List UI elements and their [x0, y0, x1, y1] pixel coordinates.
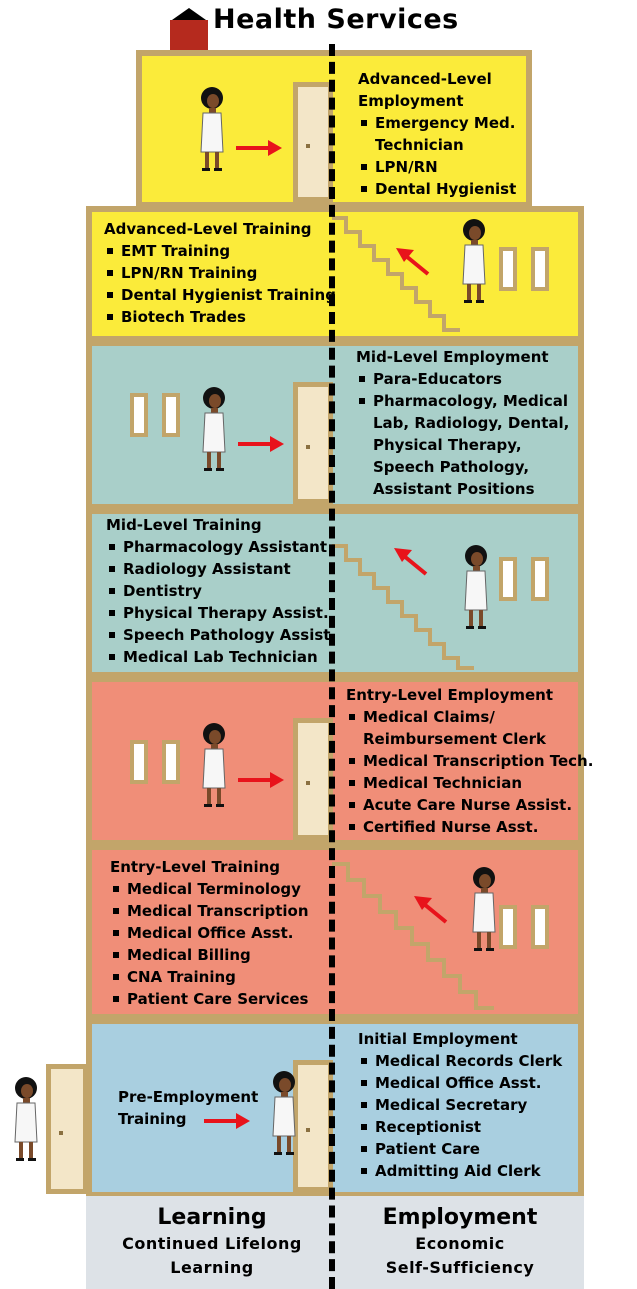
floor-heading: Advanced-Level [358, 68, 516, 90]
window [531, 905, 549, 949]
list-item: Para-Educators [356, 368, 569, 390]
advanced-training-list: Advanced-Level Training EMT Training LPN… [104, 218, 336, 328]
window [130, 393, 148, 437]
list-item: Speech Pathology Assist. [106, 624, 336, 646]
footer-employment: Employment Economic Self-Sufficiency [344, 1204, 576, 1280]
nurse-figure [196, 86, 228, 172]
window [531, 247, 549, 291]
window [499, 557, 517, 601]
window [162, 393, 180, 437]
window [531, 557, 549, 601]
list-item-continued: Technician [358, 134, 516, 156]
door-entry [293, 718, 333, 840]
window [499, 247, 517, 291]
window [130, 740, 148, 784]
window [162, 740, 180, 784]
page-title: Health Services [213, 4, 459, 35]
list-item: CNA Training [110, 966, 309, 988]
list-item: Emergency Med. [358, 112, 516, 134]
pre-employment-line: Training [118, 1108, 258, 1130]
floor-heading: Advanced-Level Training [104, 218, 336, 240]
chimney [168, 6, 210, 50]
entry-employment-list: Entry-Level Employment Medical Claims/ R… [346, 684, 593, 838]
list-item: Medical Technician [346, 772, 593, 794]
list-item: Medical Office Asst. [358, 1072, 562, 1094]
list-item: Medical Terminology [110, 878, 309, 900]
list-item: Patient Care [358, 1138, 562, 1160]
list-item: Admitting Aid Clerk [358, 1160, 562, 1182]
list-item: EMT Training [104, 240, 336, 262]
list-item: Pharmacology Assistant [106, 536, 336, 558]
list-item: Dentistry [106, 580, 336, 602]
entrance-door [46, 1064, 88, 1194]
learning-line: Learning [96, 1256, 328, 1280]
learning-employment-divider [329, 44, 335, 1289]
list-item: Medical Billing [110, 944, 309, 966]
list-item: Certified Nurse Asst. [346, 816, 593, 838]
nurse-figure [198, 722, 230, 808]
list-item: Medical Transcription [110, 900, 309, 922]
pre-employment-label: Pre-Employment Training [118, 1086, 258, 1130]
list-item: Radiology Assistant [106, 558, 336, 580]
floor-heading: Mid-Level Employment [356, 346, 569, 368]
floor-heading: Entry-Level Employment [346, 684, 593, 706]
floor-heading: Entry-Level Training [110, 856, 309, 878]
floor-heading: Employment [358, 90, 516, 112]
list-item-continued: Physical Therapy, [356, 434, 569, 456]
list-item: Pharmacology, Medical [356, 390, 569, 412]
list-item-continued: Assistant Positions [356, 478, 569, 500]
list-item: Medical Claims/ [346, 706, 593, 728]
entry-training-list: Entry-Level Training Medical Terminology… [110, 856, 309, 1010]
employment-title: Employment [344, 1204, 576, 1232]
window [499, 905, 517, 949]
list-item: Medical Records Clerk [358, 1050, 562, 1072]
list-item-continued: Speech Pathology, [356, 456, 569, 478]
list-item: Medical Office Asst. [110, 922, 309, 944]
up-left-arrow-icon [394, 244, 432, 278]
door-mid [293, 382, 333, 504]
list-item: Dental Hygienist Training [104, 284, 336, 306]
list-item: LPN/RN [358, 156, 516, 178]
initial-employment-list: Initial Employment Medical Records Clerk… [358, 1028, 562, 1182]
learning-line: Continued Lifelong [96, 1232, 328, 1256]
list-item: Physical Therapy Assist. [106, 602, 336, 624]
list-item-continued: Reimbursement Clerk [346, 728, 593, 750]
list-item: Medical Secretary [358, 1094, 562, 1116]
mid-employment-list: Mid-Level Employment Para-Educators Phar… [356, 346, 569, 500]
learning-title: Learning [96, 1204, 328, 1232]
list-item: Biotech Trades [104, 306, 336, 328]
nurse-figure [268, 1070, 300, 1156]
floor-heading: Initial Employment [358, 1028, 562, 1050]
right-arrow-icon [236, 770, 286, 790]
door-advanced [293, 82, 333, 202]
list-item: Acute Care Nurse Assist. [346, 794, 593, 816]
list-item: LPN/RN Training [104, 262, 336, 284]
list-item: Receptionist [358, 1116, 562, 1138]
nurse-figure [458, 218, 490, 304]
list-item: Medical Transcription Tech. [346, 750, 593, 772]
list-item: Medical Lab Technician [106, 646, 336, 668]
floor-heading: Mid-Level Training [106, 514, 336, 536]
nurse-figure [198, 386, 230, 472]
right-arrow-icon [236, 434, 286, 454]
employment-line: Self-Sufficiency [344, 1256, 576, 1280]
nurse-figure [460, 544, 492, 630]
list-item-continued: Lab, Radiology, Dental, [356, 412, 569, 434]
mid-training-list: Mid-Level Training Pharmacology Assistan… [106, 514, 336, 668]
nurse-figure [468, 866, 500, 952]
nurse-figure [10, 1076, 42, 1162]
pre-employment-line: Pre-Employment [118, 1086, 258, 1108]
list-item: Patient Care Services [110, 988, 309, 1010]
list-item: Dental Hygienist [358, 178, 516, 200]
footer-learning: Learning Continued Lifelong Learning [96, 1204, 328, 1280]
right-arrow-icon [234, 138, 284, 158]
employment-line: Economic [344, 1232, 576, 1256]
up-left-arrow-icon [392, 544, 430, 578]
up-left-arrow-icon [412, 892, 450, 926]
advanced-employment-list: Advanced-Level Employment Emergency Med.… [358, 68, 516, 200]
